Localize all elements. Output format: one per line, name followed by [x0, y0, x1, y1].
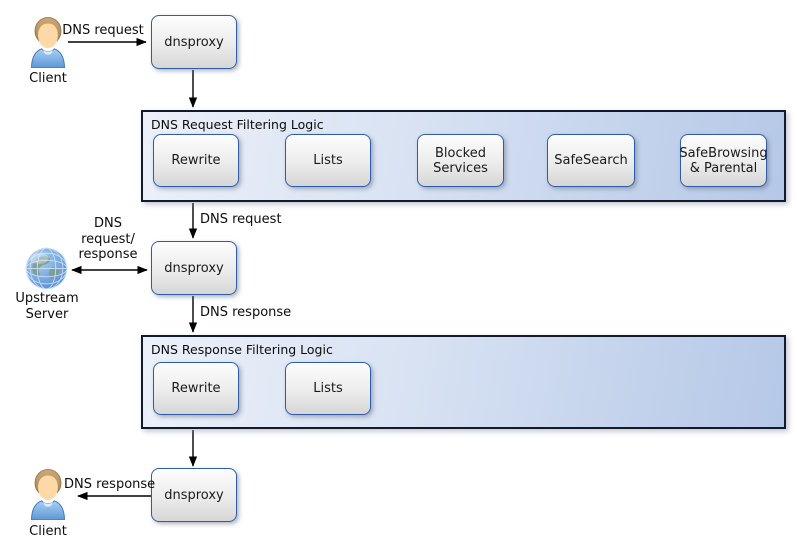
client-top-label: Client — [29, 71, 67, 86]
dnsproxy-middle-node: dnsproxy — [151, 241, 237, 295]
edge-label-client-response: DNS response — [64, 477, 156, 492]
step-safesearch: SafeSearch — [547, 134, 635, 187]
dnsproxy-top-node: dnsproxy — [151, 15, 237, 69]
response-filtering-title: DNS Response Filtering Logic — [151, 342, 333, 357]
globe-icon — [25, 247, 68, 290]
step-lists-request: Lists — [285, 134, 371, 187]
person-icon — [31, 469, 65, 521]
step-blocked-services: Blocked Services — [417, 134, 504, 187]
step-label: SafeBrowsing & Parental — [679, 145, 768, 176]
client-bottom-actor — [28, 468, 68, 521]
person-icon — [31, 17, 65, 69]
dnsproxy-bottom-label: dnsproxy — [164, 487, 224, 503]
step-label: Lists — [313, 153, 343, 168]
edge-label-proxy-response: DNS response — [200, 305, 292, 320]
request-filtering-title: DNS Request Filtering Logic — [151, 117, 324, 132]
step-rewrite-request: Rewrite — [153, 134, 239, 187]
dnsproxy-top-label: dnsproxy — [164, 34, 224, 50]
client-bottom-label: Client — [29, 524, 67, 539]
step-label: Rewrite — [171, 153, 221, 168]
edge-label-upstream-exchange: DNS request/ response — [78, 216, 138, 262]
step-label: SafeSearch — [554, 153, 628, 168]
step-rewrite-response: Rewrite — [153, 362, 239, 415]
dnsproxy-bottom-node: dnsproxy — [151, 468, 237, 522]
response-filtering-container: DNS Response Filtering Logic — [141, 335, 786, 429]
edge-label-client-request: DNS request — [62, 23, 144, 38]
dnsproxy-middle-label: dnsproxy — [164, 260, 224, 276]
upstream-server-label: Upstream Server — [15, 291, 79, 322]
step-label: Blocked Services — [433, 145, 488, 176]
client-top-actor — [28, 16, 68, 69]
step-lists-response: Lists — [285, 362, 371, 415]
step-label: Lists — [313, 381, 343, 396]
edge-label-filtered-request: DNS request — [200, 212, 282, 227]
step-safebrowsing-parental: SafeBrowsing & Parental — [679, 134, 768, 187]
upstream-server-actor — [25, 247, 68, 290]
step-label: Rewrite — [171, 381, 221, 396]
